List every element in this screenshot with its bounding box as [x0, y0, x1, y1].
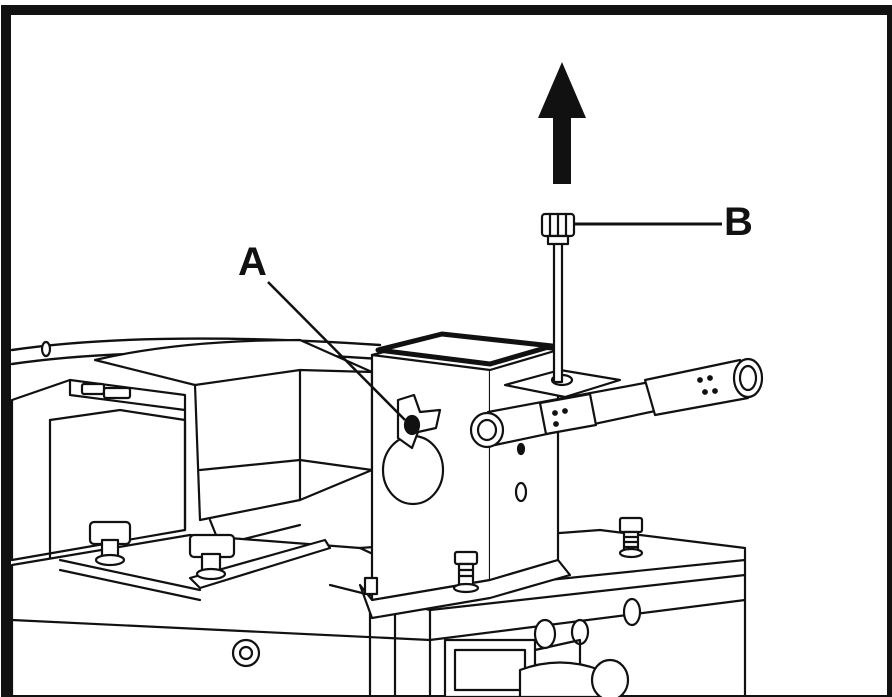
callout-label-b: B: [724, 200, 753, 244]
side-knob: [618, 516, 644, 559]
front-connector: [443, 618, 630, 697]
up-arrow-icon: [538, 62, 586, 184]
rail-knob-left: [88, 520, 132, 567]
rail-knob-right: [188, 533, 236, 581]
wing-knob-a: [396, 393, 442, 450]
callout-label-a: A: [238, 240, 267, 284]
figure-frame: [1, 5, 892, 697]
tower-bolt: [452, 550, 480, 594]
locking-pin-b: [540, 212, 576, 384]
panel-hole-left-inner: [238, 645, 254, 661]
leader-line-a: [267, 281, 406, 421]
left-housing: [10, 378, 187, 562]
panel-hole-right: [622, 597, 642, 627]
handle-bar: [469, 357, 764, 449]
